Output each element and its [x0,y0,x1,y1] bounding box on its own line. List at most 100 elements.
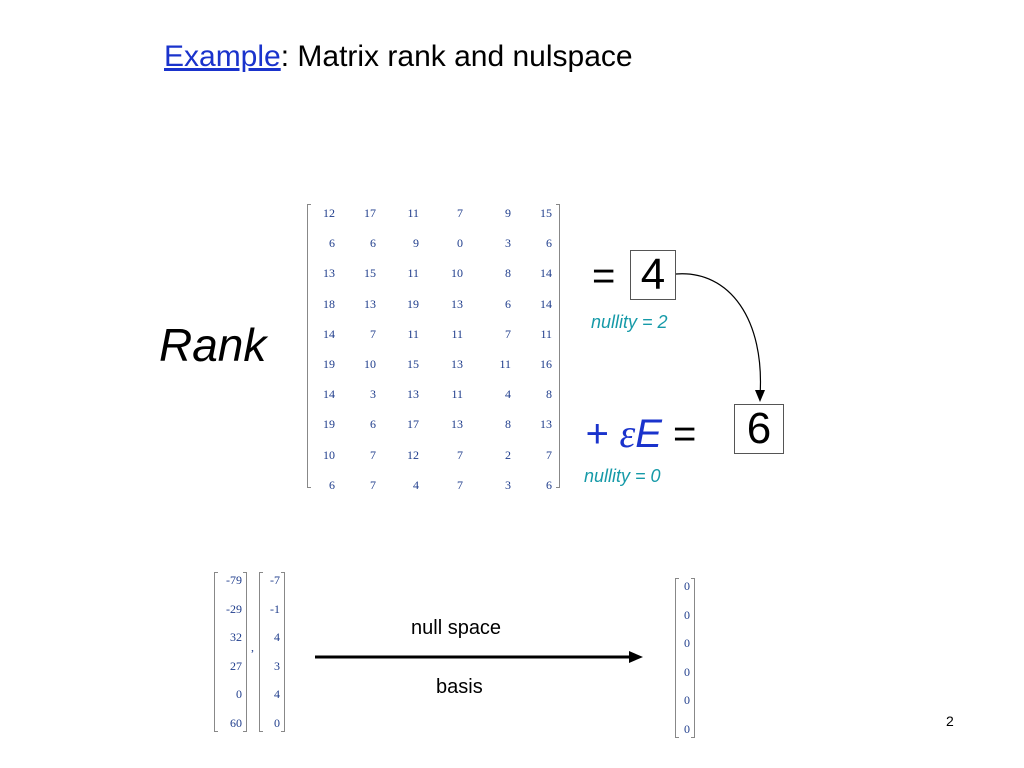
matrix-cell: 12 [407,447,419,462]
page-number: 2 [946,713,954,729]
example-link[interactable]: Example [164,40,281,73]
matrix-cell: 17 [364,206,376,220]
matrix-cell: 11 [407,206,419,220]
matrix-cell: 3 [505,236,511,251]
plus-sign: + [585,412,620,456]
rank-value-box: 4 [630,250,676,300]
matrix-cell: 6 [370,236,376,251]
matrix-cell: 4 [274,687,280,701]
matrix-cell: 13 [451,296,463,311]
slide-title: Example: Matrix rank and nulspace [164,40,633,74]
matrix-cell: 17 [407,417,419,432]
null-space-label: null space [411,617,502,639]
matrix-cell: 13 [540,417,552,432]
matrix-cell: 0 [236,687,242,701]
matrix-cell: 3 [274,658,280,673]
null-vector-1-left-bracket [214,572,218,732]
straight-arrow [315,651,643,663]
matrix-cell: 3 [370,387,376,402]
matrix-cell: 8 [505,266,511,281]
matrix-cell: -7 [270,573,280,587]
null-vector-1-right-bracket [243,572,247,732]
straight-arrow-head [629,651,643,663]
matrix-cell: 0 [684,721,690,736]
curved-arrow [675,273,765,402]
matrix-cell: 15 [540,206,552,220]
matrix-right-bracket [556,204,560,488]
matrix-cell: 11 [407,326,419,341]
matrix-cell: 7 [457,477,463,492]
matrix-cell: 7 [457,447,463,462]
matrix-cell: 6 [546,236,552,251]
perturbed-equals-sign: = [661,412,697,456]
epsilon-symbol: ε [619,411,636,456]
matrix-cell: 18 [323,296,335,311]
matrix-cell: 19 [407,296,419,311]
matrix-cell: 2 [505,447,511,462]
matrix-cell: 3 [505,477,511,492]
matrix-cell: 8 [546,387,552,402]
matrix-cell: 14 [323,326,335,341]
matrix-cell: 6 [329,477,335,492]
matrix-cell: 8 [505,417,511,432]
perturbed-nullity-label: nullity = 0 [584,466,661,486]
zero-vector-right-bracket [691,578,695,738]
matrix-cell: 12 [323,206,335,220]
e-matrix-symbol: E [635,412,662,456]
matrix-cell: 13 [451,417,463,432]
matrix-cell: 14 [323,387,335,402]
matrix-cell: 32 [230,630,242,644]
basis-label: basis [436,676,483,698]
matrix-cell: 13 [364,296,376,311]
matrix-cell: 19 [323,417,335,432]
matrix-cell: 27 [230,658,242,673]
matrix-cell: 6 [505,296,511,311]
matrix-cell: 13 [407,387,419,402]
rank-label: Rank [159,319,267,371]
matrix-cell: 7 [370,326,376,341]
matrix-cell: 7 [505,326,511,341]
matrix-cell: 7 [370,477,376,492]
matrix-cell: 15 [407,357,419,371]
matrix-cell: 4 [505,387,511,402]
perturbation-expression: + εE = [585,410,696,457]
matrix-cell: 7 [370,447,376,462]
matrix-cell: 16 [540,357,552,371]
matrix-cell: 14 [540,266,552,281]
matrix-cell: 0 [684,579,690,593]
matrix-cell: 10 [451,266,463,281]
curved-arrow-head [755,390,765,402]
matrix-cell: 0 [457,236,463,251]
perturbed-rank-value-box: 6 [734,404,784,454]
matrix-cell: 4 [413,477,419,492]
matrix-cell: 6 [546,477,552,492]
matrix-cell: 13 [451,357,463,371]
null-vector-2-left-bracket [259,572,263,732]
matrix-cell: 11 [407,266,419,281]
matrix-cell: 0 [684,607,690,622]
matrix-cell: 6 [329,236,335,251]
curved-arrow-path [675,273,762,397]
matrix-cell: 14 [540,296,552,311]
matrix-cell: 0 [684,636,690,650]
matrix-cell: 11 [451,326,463,341]
matrix-cell: 6 [370,417,376,432]
matrix-left-bracket [307,204,311,488]
zero-vector-left-bracket [675,578,679,738]
matrix-cell: 11 [499,357,511,371]
title-text: : Matrix rank and nulspace [280,40,633,73]
vector-separator: , [251,640,254,654]
matrix-cell: 10 [323,447,335,462]
matrix-cell: 0 [684,664,690,679]
matrix-cell: 9 [413,236,419,251]
matrix-cell: -29 [226,601,242,616]
matrix-cell: 19 [323,357,335,371]
matrix-cell: 0 [274,715,280,730]
matrix-cell: 13 [323,266,335,281]
matrix-cell: -1 [270,601,280,616]
